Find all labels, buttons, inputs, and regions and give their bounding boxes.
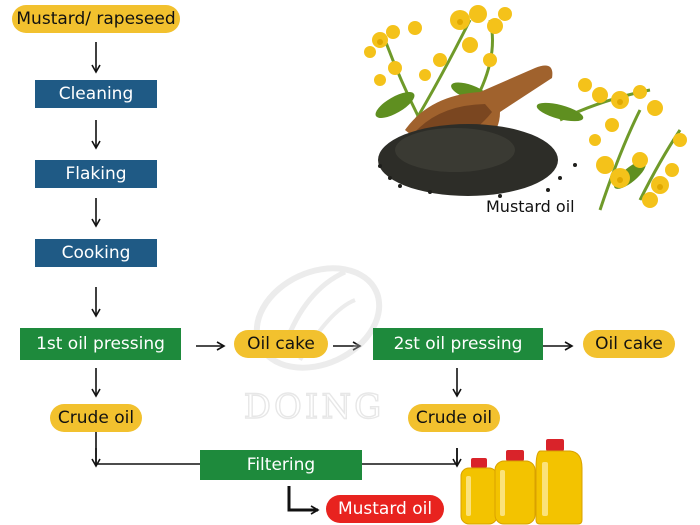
node-crude-oil-2: Crude oil (408, 404, 500, 432)
node-oil-cake-1: Oil cake (234, 330, 328, 358)
node-crude-oil-1: Crude oil (50, 404, 142, 432)
node-cleaning: Cleaning (35, 80, 157, 108)
node-cooking: Cooking (35, 239, 157, 267)
node-filtering: Filtering (200, 450, 362, 480)
node-flaking: Flaking (35, 160, 157, 188)
arrow-filtering-to-final (287, 486, 320, 515)
photo-caption: Mustard oil (486, 197, 575, 216)
node-mustard-rapeseed: Mustard/ rapeseed (12, 5, 180, 33)
node-1st-oil-pressing: 1st oil pressing (20, 328, 181, 360)
node-2st-oil-pressing: 2st oil pressing (373, 328, 543, 360)
node-mustard-oil: Mustard oil (326, 495, 444, 523)
node-oil-cake-2: Oil cake (583, 330, 675, 358)
watermark-text: DOING (244, 387, 384, 427)
